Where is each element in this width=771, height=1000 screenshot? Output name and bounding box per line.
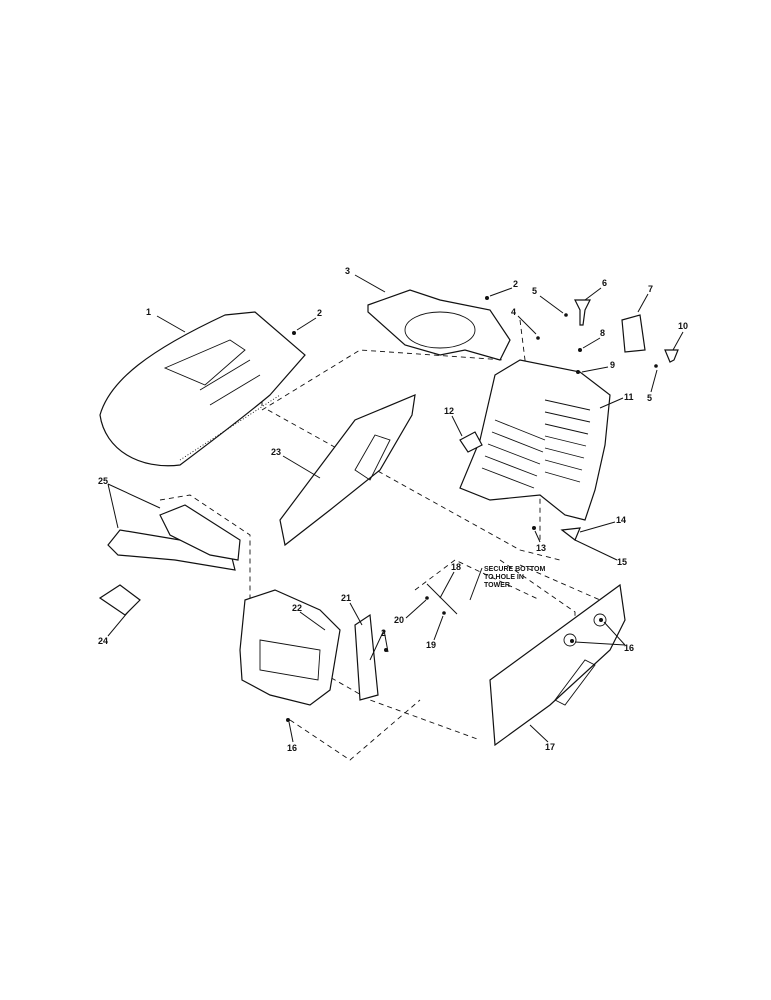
part-side-panel-right — [489, 583, 626, 747]
callout-20: 20 — [394, 615, 404, 625]
callout-21: 21 — [341, 593, 351, 603]
callout-5: 5 — [647, 393, 652, 403]
callout-4: 4 — [511, 307, 516, 317]
part-12 — [459, 431, 483, 453]
part-10 — [664, 349, 679, 363]
callout-1: 1 — [146, 307, 151, 317]
part-hood — [99, 311, 306, 467]
callout-5: 5 — [532, 286, 537, 296]
callout-13: 13 — [536, 543, 546, 553]
part-21 — [354, 613, 379, 701]
callout-15: 15 — [617, 557, 627, 567]
callout-11: 11 — [624, 392, 634, 402]
part-side-panel-left — [279, 394, 416, 547]
callout-16: 16 — [624, 643, 634, 653]
callout-2: 2 — [317, 308, 322, 318]
part-tower — [459, 359, 611, 521]
callout-19: 19 — [426, 640, 436, 650]
fasteners — [286, 296, 658, 722]
callout-8: 8 — [600, 328, 605, 338]
callout-17: 17 — [545, 742, 555, 752]
callout-2: 2 — [381, 628, 386, 638]
callout-23: 23 — [271, 447, 281, 457]
note-line: TOWER — [484, 582, 510, 589]
callout-labels: 1 2 3 2 5 6 7 4 8 9 10 5 11 12 23 25 13 … — [98, 266, 688, 753]
part-headlight-lenses — [107, 504, 241, 571]
part-24 — [98, 584, 141, 616]
callout-12: 12 — [444, 406, 454, 416]
callout-22: 22 — [292, 603, 302, 613]
part-14 — [560, 527, 581, 541]
callout-10: 10 — [678, 321, 688, 331]
part-dash-panel — [367, 289, 511, 361]
callout-6: 6 — [602, 278, 607, 288]
part-rod — [426, 583, 458, 615]
callout-9: 9 — [610, 360, 615, 370]
callout-14: 14 — [616, 515, 626, 525]
callout-7: 7 — [648, 284, 653, 294]
callout-3: 3 — [345, 266, 350, 276]
note-line: TO HOLE IN — [484, 574, 524, 581]
part-grille — [239, 589, 341, 706]
note-line: SECURE BOTTOM — [484, 566, 545, 573]
callout-16: 16 — [287, 743, 297, 753]
assembly-note: SECURE BOTTOM TO HOLE IN TOWER — [484, 566, 545, 589]
part-6 — [574, 299, 591, 326]
callout-24: 24 — [98, 636, 108, 646]
callout-18: 18 — [451, 562, 461, 572]
callout-2: 2 — [513, 279, 518, 289]
part-7-knob — [621, 314, 646, 353]
callout-25: 25 — [98, 476, 108, 486]
leader-lines — [107, 274, 684, 743]
